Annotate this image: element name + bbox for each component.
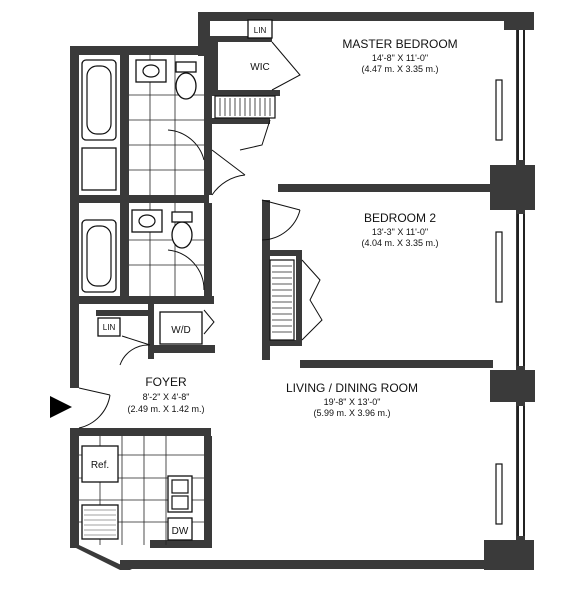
laundry-area: LIN W/D xyxy=(97,309,215,366)
living-label: LIVING / DINING ROOM 19'-8" X 13'-0" (5.… xyxy=(286,381,418,418)
kitchen: Ref. DW xyxy=(79,436,204,545)
foyer-dim-ft: 8'-2" X 4'-8" xyxy=(143,392,190,402)
sink-icon xyxy=(131,209,163,233)
foyer-name: FOYER xyxy=(145,375,187,389)
windows xyxy=(495,30,525,536)
toilet-icon xyxy=(175,72,197,100)
door-swings xyxy=(78,149,301,429)
sink-icon xyxy=(135,59,167,83)
lin-top-label: LIN xyxy=(254,26,267,35)
master-bedroom-label: MASTER BEDROOM 14'-8" X 11'-0" (4.47 m. … xyxy=(342,37,457,74)
foyer-dim-m: (2.49 m. X 1.42 m.) xyxy=(127,404,204,414)
ref-label: Ref. xyxy=(91,460,109,471)
washer-dryer xyxy=(159,311,203,345)
wic-label: WIC xyxy=(250,62,269,73)
bathtub-icon xyxy=(81,59,117,141)
foyer-label: FOYER 8'-2" X 4'-8" (2.49 m. X 1.42 m.) xyxy=(127,375,204,414)
bathroom-2 xyxy=(81,203,205,296)
living-dim-ft: 19'-8" X 13'-0" xyxy=(324,397,381,407)
interior-walls xyxy=(79,36,493,548)
stove xyxy=(81,504,119,540)
exterior-walls xyxy=(70,12,535,570)
dw-label: DW xyxy=(172,526,189,537)
bathroom-1 xyxy=(81,55,205,195)
bedroom2-name: BEDROOM 2 xyxy=(364,211,436,225)
master-bedroom-dim-ft: 14'-8" X 11'-0" xyxy=(372,53,428,63)
closets: LIN WIC xyxy=(214,19,323,341)
bedroom2-dim-ft: 13'-3" X 11'-0" xyxy=(372,227,428,237)
bathtub-icon xyxy=(81,219,117,293)
entry-arrow-icon xyxy=(50,396,72,418)
living-dim-m: (5.99 m. X 3.96 m.) xyxy=(313,408,390,418)
linen-closet-top xyxy=(247,19,273,39)
toilet-icon xyxy=(171,221,193,249)
refrigerator xyxy=(81,445,119,483)
living-name: LIVING / DINING ROOM xyxy=(286,381,418,395)
master-bedroom-dim-m: (4.47 m. X 3.35 m.) xyxy=(361,64,438,74)
bedroom2-label: BEDROOM 2 13'-3" X 11'-0" (4.04 m. X 3.3… xyxy=(361,211,438,248)
master-bedroom-name: MASTER BEDROOM xyxy=(342,37,457,51)
shower-icon xyxy=(81,147,117,191)
bedroom2-dim-m: (4.04 m. X 3.35 m.) xyxy=(361,238,438,248)
lin-mid-label: LIN xyxy=(103,323,116,332)
wd-label: W/D xyxy=(171,325,190,336)
dishwasher xyxy=(167,517,193,541)
